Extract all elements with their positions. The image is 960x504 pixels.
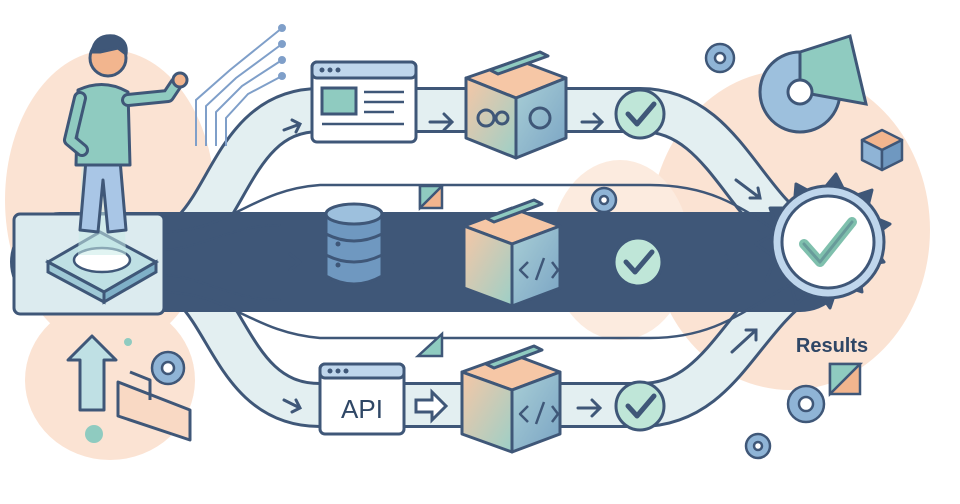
- package-code-icon: [462, 198, 562, 308]
- arrow-down-right-icon: [734, 178, 762, 200]
- package-gears-icon: [464, 50, 568, 160]
- arrow-right-icon: [412, 252, 443, 272]
- circuit-lines: [195, 24, 286, 146]
- check-circle-icon: [614, 380, 666, 432]
- package-code-icon: [460, 344, 562, 454]
- gear-icon: [590, 186, 618, 214]
- arrow-right-icon: [688, 254, 739, 274]
- stopwatch-check-icon: [754, 172, 892, 310]
- square-tile: [828, 362, 864, 398]
- gear-icon: [744, 432, 772, 460]
- gear-icon: [704, 42, 736, 74]
- browser-window-icon: [310, 60, 418, 144]
- arrow-right-icon: [282, 398, 303, 414]
- api-window-icon: [318, 362, 406, 436]
- arrow-right-icon: [230, 252, 303, 272]
- triangle-tile: [414, 331, 444, 358]
- arrow-right-icon: [576, 398, 603, 418]
- check-circle-icon: [612, 236, 664, 288]
- arrow-right-icon: [414, 388, 449, 424]
- api-label: API: [341, 394, 383, 424]
- square-tile: [418, 184, 446, 212]
- large-gear-icon: [758, 34, 868, 134]
- arrow-right-icon: [282, 118, 303, 134]
- gear-icon: [786, 384, 826, 424]
- arrow-up-right-icon: [730, 328, 758, 354]
- arrow-right-icon: [580, 112, 605, 132]
- arrow-right-icon: [576, 252, 603, 272]
- gear-icon: [150, 350, 186, 386]
- person-figure: [63, 34, 189, 234]
- cube-icon: [860, 128, 904, 172]
- decor-bottom-left: [66, 334, 192, 443]
- database-icon: [324, 202, 384, 286]
- arrow-right-icon: [428, 112, 455, 132]
- results-label: Results: [796, 335, 868, 357]
- check-circle-icon: [614, 88, 666, 140]
